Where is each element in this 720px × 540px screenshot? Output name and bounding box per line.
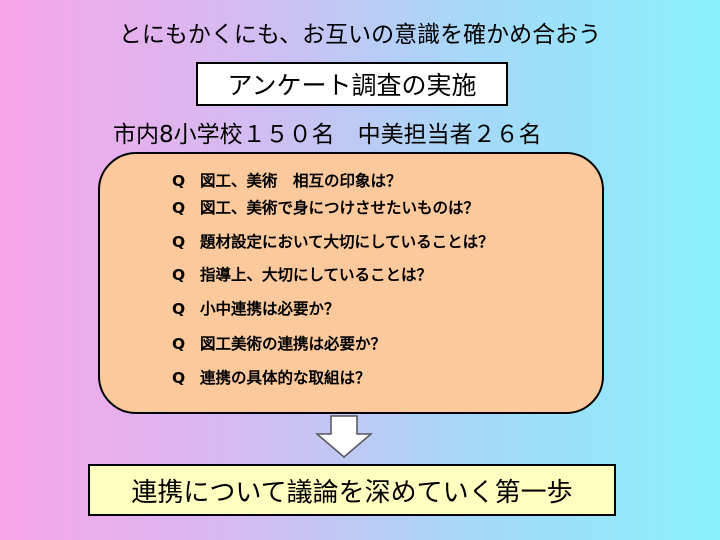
- question-text: 指導上、大切にしていることは？: [200, 266, 433, 284]
- question-text: 小中連携は必要か？: [200, 300, 340, 318]
- question-item: Q 図工、美術 相互の印象は？: [172, 171, 402, 191]
- conclusion-box: 連携について議論を深めていく第一歩: [88, 464, 616, 516]
- question-marker: Q: [172, 335, 186, 353]
- survey-label-box: アンケート調査の実施: [196, 62, 508, 106]
- question-text: 題材設定において大切にしていることは？: [200, 233, 494, 251]
- question-item: Q 指導上、大切にしていることは？: [172, 265, 432, 285]
- question-box: Q 図工、美術 相互の印象は？ Q 図工、美術で身につけさせたいものは？ Q 題材設定…: [98, 152, 604, 414]
- question-text: 連携の具体的な取組は？: [200, 369, 371, 387]
- question-marker: Q: [172, 233, 186, 251]
- question-marker: Q: [172, 266, 186, 284]
- question-item: Q 連携の具体的な取組は？: [172, 368, 371, 388]
- question-text: 図工、美術 相互の印象は？: [200, 172, 402, 190]
- question-marker: Q: [172, 369, 186, 387]
- question-text: 図工美術の連携は必要か？: [200, 335, 387, 353]
- question-item: Q 小中連携は必要か？: [172, 299, 340, 319]
- participants-text: 市内8小学校１５０名 中美担当者２６名: [113, 122, 542, 148]
- down-arrow-icon: [315, 415, 373, 458]
- question-item: Q 図工美術の連携は必要か？: [172, 334, 386, 354]
- question-item: Q 図工、美術で身につけさせたいものは？: [172, 198, 479, 218]
- question-marker: Q: [172, 172, 186, 190]
- question-marker: Q: [172, 199, 186, 217]
- question-text: 図工、美術で身につけさせたいものは？: [200, 199, 480, 217]
- question-marker: Q: [172, 300, 186, 318]
- question-item: Q 題材設定において大切にしていることは？: [172, 232, 494, 252]
- slide-title: とにもかくにも、お互いの意識を確かめ合おう: [118, 22, 602, 48]
